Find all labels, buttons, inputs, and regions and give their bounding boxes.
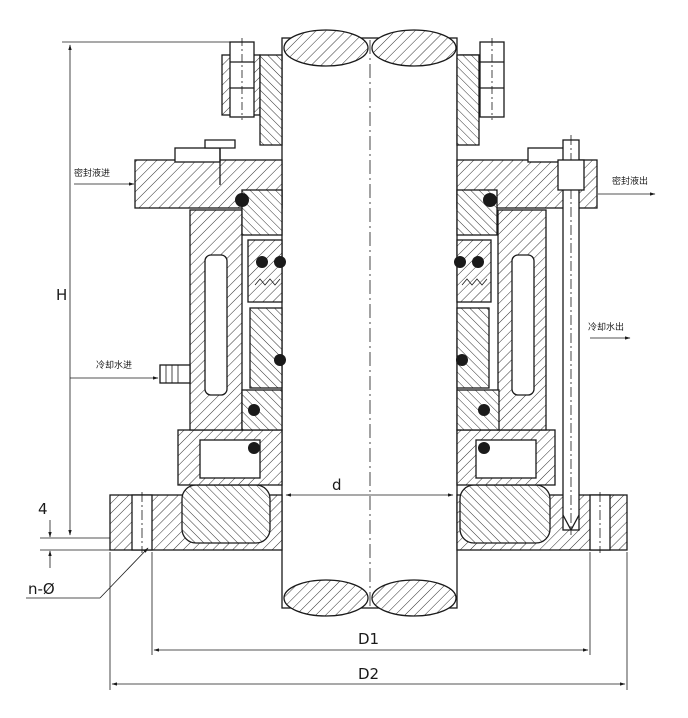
seal-internals-left — [235, 189, 286, 454]
dimension-d2: D2 — [109, 552, 628, 690]
dimension-d1: D1 — [151, 552, 591, 655]
label-seal-fluid-in: 密封液进 — [74, 167, 110, 179]
annotation-cooling-water-in: 冷却水进 — [70, 359, 159, 380]
cooling-jacket — [189, 209, 547, 431]
label-bolt-circle: D1 — [358, 630, 379, 648]
label-cooling-water-in: 冷却水进 — [96, 359, 132, 371]
bolt-nut-left — [229, 38, 255, 120]
shaft — [281, 29, 458, 617]
label-cooling-water-out: 冷却水出 — [588, 321, 624, 333]
cooling-inlet-nozzle — [159, 364, 191, 384]
label-flange-diameter: D2 — [358, 665, 379, 683]
label-shaft-diameter: d — [332, 476, 342, 494]
lower-gland — [177, 429, 556, 486]
seal-internals-right — [454, 189, 498, 454]
tie-rod — [557, 135, 585, 535]
dimension-bolt-holes: n-Ø — [26, 547, 149, 599]
label-height: H — [56, 286, 67, 304]
dimension-h: H — [56, 41, 230, 539]
label-seal-fluid-out: 密封液出 — [612, 175, 648, 187]
label-offset: 4 — [38, 500, 48, 518]
base-flange — [109, 484, 628, 553]
annotation-seal-fluid-out: 密封液出 — [598, 175, 656, 196]
dimension-shaft-d: d — [285, 476, 454, 497]
bolt-nut-right — [479, 38, 505, 120]
dimension-offset: 4 — [38, 500, 110, 568]
annotation-seal-fluid-in: 密封液进 — [74, 167, 135, 186]
annotation-cooling-water-out: 冷却水出 — [588, 321, 631, 340]
label-bolt-holes: n-Ø — [28, 580, 55, 598]
